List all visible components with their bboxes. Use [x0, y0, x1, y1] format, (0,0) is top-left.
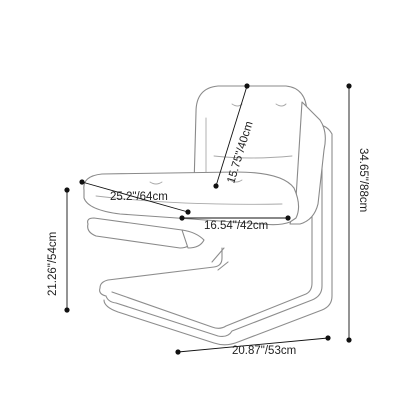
backrest-support: [289, 101, 326, 225]
seat-width-label: 25.2"/64cm: [110, 191, 168, 203]
base-depth-label: 20.87"/53cm: [232, 345, 296, 357]
seat-height-dimension: 21.26"/54cm: [47, 187, 70, 313]
seat-depth-label: 16.54"/42cm: [204, 220, 268, 232]
seat-width-dimension: 25.2"/64cm: [79, 179, 191, 215]
total-height-dimension: 34.65"/88cm: [346, 83, 369, 343]
seat-cushion: [83, 171, 300, 226]
base-depth-dimension: 20.87"/53cm: [175, 335, 331, 357]
chair-frame: [99, 124, 333, 346]
seat-height-label: 21.26"/54cm: [47, 232, 59, 296]
seat-depth-dimension: 16.54"/42cm: [179, 215, 291, 232]
seat-rail: [181, 229, 205, 249]
seat-pan: [87, 217, 193, 249]
total-height-label: 34.65"/88cm: [357, 148, 369, 212]
